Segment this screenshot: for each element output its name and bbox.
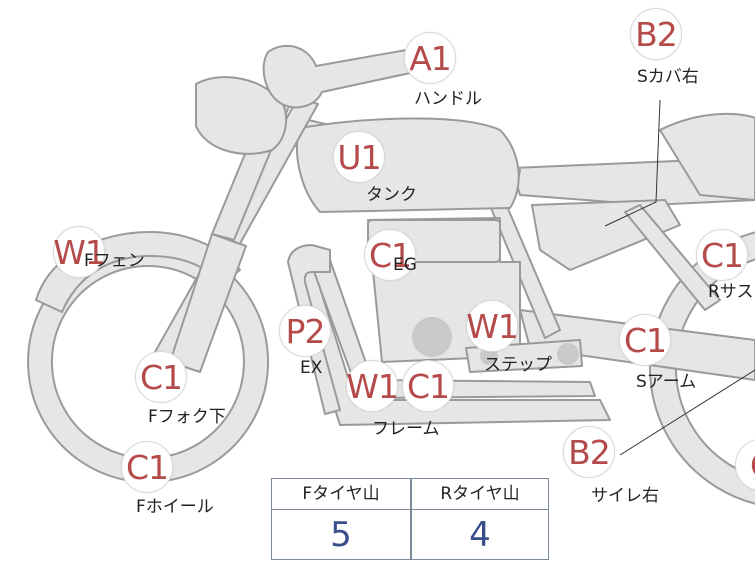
- label-step: ステップ: [484, 355, 552, 375]
- side-cover-leader: [604, 99, 661, 227]
- label-tank: タンク: [366, 185, 417, 205]
- label-exhaust: EX: [300, 358, 323, 378]
- badge-handle[interactable]: A1: [404, 32, 456, 84]
- label-front-fender: Fフェン: [84, 251, 145, 271]
- badge-front-fork-lower[interactable]: C1: [135, 351, 187, 403]
- badge-front-fender[interactable]: W1: [53, 226, 106, 278]
- headlight-shape: [195, 76, 288, 155]
- badge-frame-2[interactable]: C1: [402, 360, 454, 412]
- label-side-cover-right: Sカバ右: [637, 67, 699, 87]
- value-front-tire[interactable]: 5: [330, 515, 352, 555]
- header-front-tire: Fタイヤ山: [272, 479, 410, 510]
- label-silencer-right: サイレ右: [591, 486, 659, 506]
- badge-front-wheel[interactable]: C1: [121, 441, 173, 493]
- tire-tread-table: Fタイヤ山 Rタイヤ山 5 4: [271, 478, 549, 560]
- badge-side-cover-right[interactable]: B2: [630, 8, 682, 60]
- table-divider: [410, 479, 412, 559]
- value-rear-tire[interactable]: 4: [469, 515, 491, 555]
- badge-swing-arm[interactable]: C1: [619, 314, 671, 366]
- silencer-leader: [619, 369, 755, 456]
- front-fork-lower-shape: [169, 233, 247, 373]
- badge-step[interactable]: W1: [466, 300, 519, 352]
- badge-exhaust[interactable]: P2: [279, 305, 331, 357]
- engine-cover-circle: [412, 317, 452, 357]
- header-rear-tire: Rタイヤ山: [411, 479, 549, 510]
- label-rear-suspension: Rサス: [708, 282, 754, 302]
- label-front-wheel: Fホイール: [136, 497, 214, 517]
- label-engine: EG: [393, 255, 417, 275]
- rear-cowl-shape: [659, 112, 755, 201]
- badge-rear-suspension[interactable]: C1: [696, 229, 748, 281]
- label-front-fork-lower: Fフォク下: [148, 407, 226, 427]
- step-peg-circle: [557, 343, 579, 365]
- rear-frame-shape-2: [624, 204, 721, 311]
- label-handle: ハンドル: [414, 89, 482, 109]
- badge-silencer-right[interactable]: B2: [563, 426, 615, 478]
- badge-engine[interactable]: C1: [364, 229, 416, 281]
- badge-tank[interactable]: U1: [333, 131, 385, 183]
- label-swing-arm: Sアーム: [636, 372, 697, 392]
- label-frame: フレーム: [372, 419, 440, 439]
- badge-frame-1[interactable]: W1: [346, 360, 399, 412]
